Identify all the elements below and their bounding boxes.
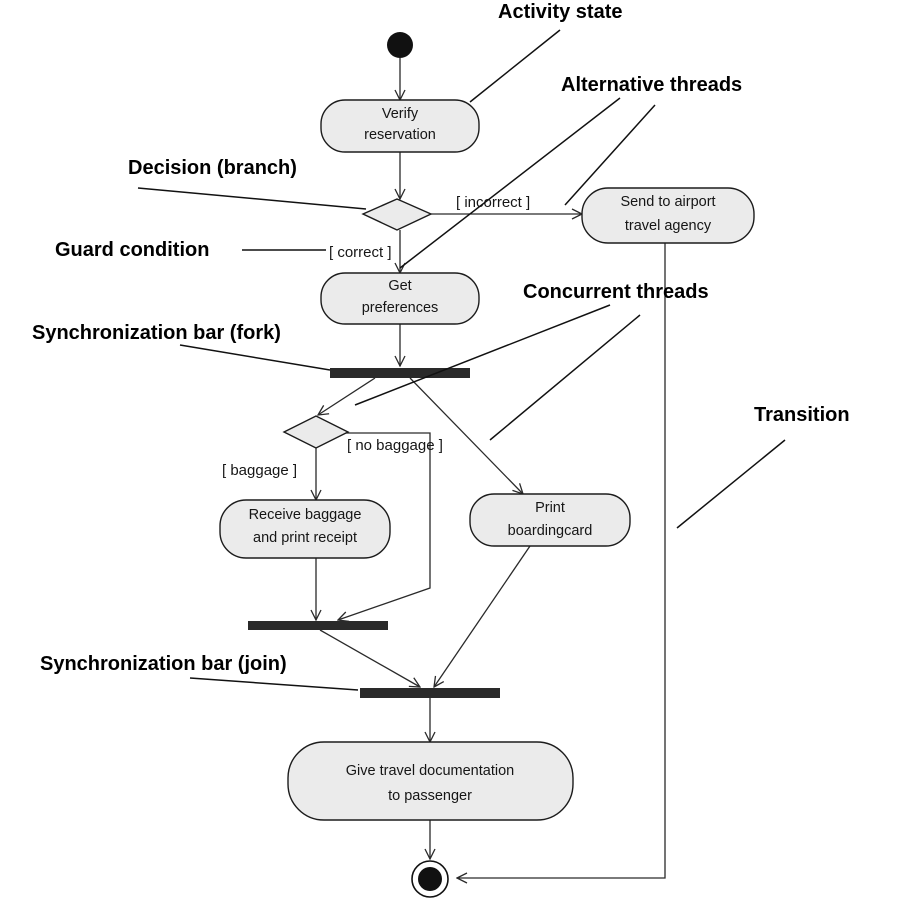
callout-sync-join: Synchronization bar (join)	[40, 653, 287, 675]
flow-decision-no-baggage	[338, 432, 431, 620]
flow-print-card-to-join	[434, 545, 531, 687]
sync-bar-join-baggage	[248, 621, 388, 630]
activity-receive-baggage-line-2: and print receipt	[253, 530, 357, 546]
activity-send-to-airport-agency: Send to airport travel agency	[581, 187, 755, 244]
pointer-concurrent-threads-b	[489, 314, 641, 441]
flow-fork-to-baggage-decision	[318, 377, 376, 415]
activity-send-to-airport-agency-line-2: travel agency	[625, 218, 712, 234]
sync-bar-fork	[330, 368, 470, 378]
decision-reservation-check	[361, 198, 433, 231]
activity-verify-reservation: Verify reservation	[320, 99, 480, 153]
flow-send-agency-to-end	[457, 243, 666, 878]
final-state	[411, 860, 449, 898]
annotation-pointers	[137, 29, 786, 691]
pointer-concurrent-threads-a	[354, 304, 611, 406]
pointer-alternative-threads-b	[564, 104, 656, 206]
activity-give-travel-documentation-line-2: to passenger	[388, 788, 472, 804]
pointer-sync-fork	[179, 344, 331, 371]
pointer-decision-branch	[137, 187, 367, 210]
activity-receive-baggage-line-1: Receive baggage	[249, 507, 362, 523]
activity-verify-reservation-line-2: reservation	[364, 127, 436, 143]
activity-receive-baggage: Receive baggage and print receipt	[219, 499, 391, 559]
flow-fork-to-print-card	[409, 377, 523, 494]
decision-baggage-check	[282, 415, 350, 449]
activity-get-preferences-line-1: Get	[388, 278, 411, 294]
pointer-sync-join	[189, 677, 359, 691]
callout-transition: Transition	[754, 404, 850, 426]
pointer-transition	[676, 439, 786, 529]
initial-state	[387, 32, 413, 58]
callout-alternative-threads: Alternative threads	[561, 74, 742, 96]
activity-give-travel-documentation: Give travel documentation to passenger	[287, 741, 574, 821]
activity-give-travel-documentation-line-1: Give travel documentation	[346, 763, 514, 779]
pointer-activity-state	[469, 29, 561, 103]
activity-get-preferences: Get preferences	[320, 272, 480, 325]
callout-decision-branch: Decision (branch)	[128, 157, 297, 179]
callout-activity-state: Activity state	[498, 1, 623, 23]
callout-concurrent-threads: Concurrent threads	[523, 281, 709, 303]
guard-correct: [ correct ]	[329, 244, 392, 261]
pointer-alternative-threads-a	[399, 97, 621, 269]
guard-incorrect: [ incorrect ]	[456, 194, 530, 211]
transitions	[316, 58, 666, 878]
guard-no-baggage: [ no baggage ]	[347, 437, 443, 454]
activity-print-boarding-card-line-1: Print	[535, 500, 565, 516]
activity-get-preferences-line-2: preferences	[362, 300, 439, 316]
flow-first-join-to-final-join	[319, 629, 420, 687]
guard-baggage: [ baggage ]	[222, 462, 297, 479]
activity-verify-reservation-line-1: Verify	[382, 106, 419, 122]
activity-send-to-airport-agency-line-1: Send to airport	[620, 194, 715, 210]
activity-print-boarding-card-line-2: boardingcard	[508, 523, 593, 539]
callout-sync-fork: Synchronization bar (fork)	[32, 322, 281, 344]
activity-print-boarding-card: Print boardingcard	[469, 493, 631, 547]
callout-guard-condition: Guard condition	[55, 239, 209, 261]
sync-bar-join-final	[360, 688, 500, 698]
